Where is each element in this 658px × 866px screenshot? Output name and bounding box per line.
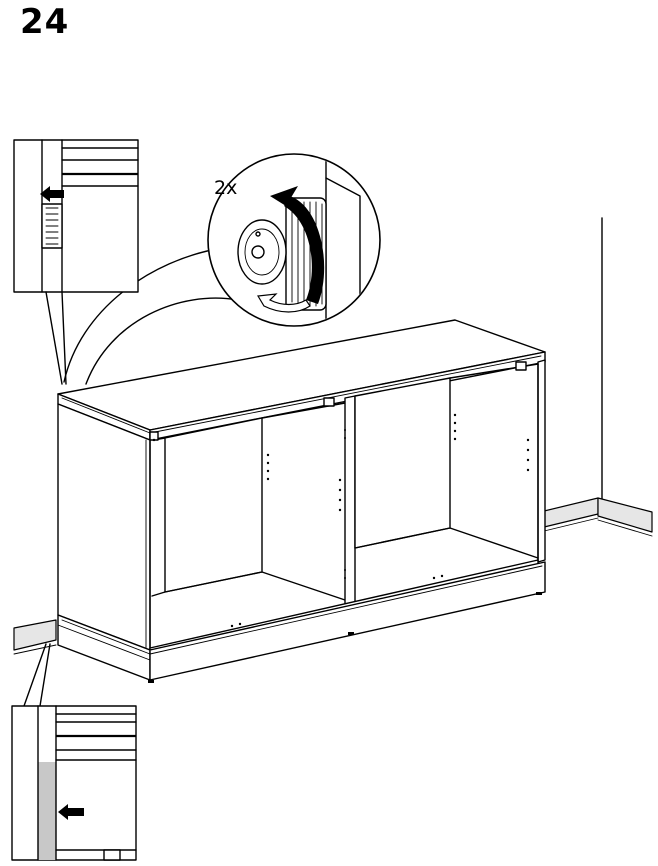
inset-frame-bottom bbox=[11, 705, 137, 861]
back-panel-right bbox=[354, 377, 451, 549]
cabinet-left-side bbox=[57, 403, 151, 651]
quantity-label: 2x bbox=[214, 177, 237, 199]
wall-bracket-right bbox=[515, 361, 527, 371]
foot-front-left bbox=[148, 680, 154, 683]
skirting-board-section bbox=[38, 762, 56, 860]
center-divider bbox=[344, 395, 356, 607]
turn-arrow-outline-icon bbox=[257, 293, 311, 313]
foot-front-middle bbox=[348, 632, 354, 635]
rotation-arrow-icon bbox=[270, 186, 298, 206]
push-arrow-left-icon bbox=[40, 186, 64, 202]
inset-frame-top bbox=[13, 139, 139, 293]
skirting-board-left bbox=[13, 619, 57, 655]
skirting-board-right bbox=[539, 497, 599, 529]
push-arrow-left-bottom-icon bbox=[58, 804, 84, 820]
shelf-pin-holes bbox=[152, 413, 530, 628]
plinth-front bbox=[149, 561, 546, 681]
step-number: 24 bbox=[20, 2, 70, 42]
foot-front-right bbox=[536, 592, 542, 595]
top-detail-inset bbox=[13, 139, 139, 385]
bottom-detail-inset bbox=[11, 643, 137, 861]
sideboard-cabinet bbox=[57, 319, 546, 683]
wall bbox=[539, 217, 653, 537]
wall-bracket-middle bbox=[323, 397, 335, 407]
knob-callout: 2x bbox=[63, 153, 381, 385]
back-panel-left bbox=[164, 417, 263, 593]
knob-hole bbox=[251, 245, 265, 259]
